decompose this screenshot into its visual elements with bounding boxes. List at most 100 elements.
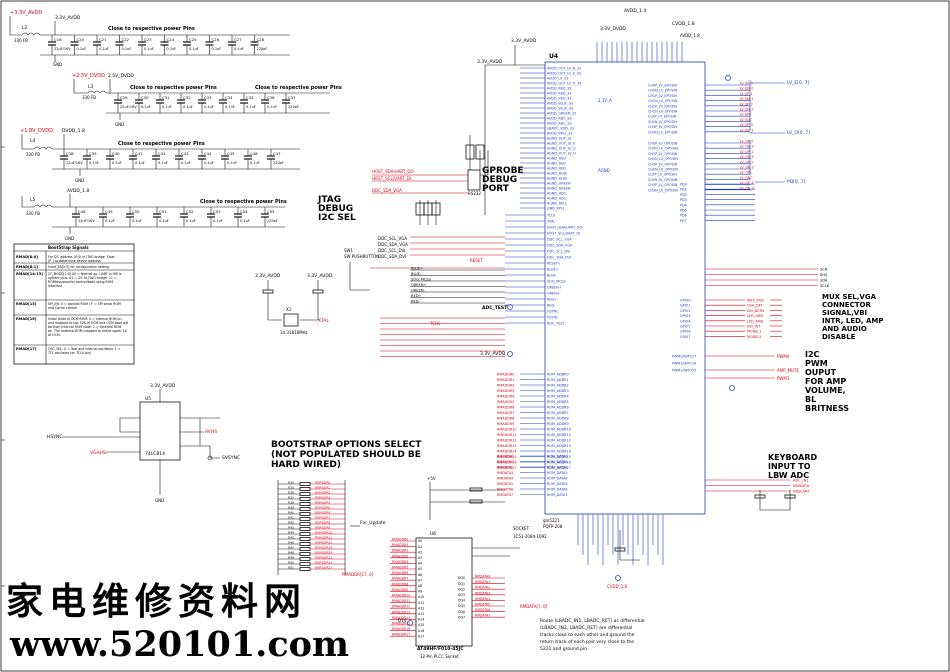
rmaddr-net: RMADDR9 (315, 526, 330, 530)
capacitor-ref: C47 (273, 151, 281, 156)
capacitor-value: 0.1uF (159, 219, 169, 223)
resistor-ref: R40 (288, 511, 294, 515)
net-dvdd-18: DVDD_1.8 (62, 128, 85, 134)
rmdata-bus: RMDATA[7..0] (520, 604, 548, 609)
u5-block: 3.3V_AVDD U5 74LC814 HSYNC VGAHS AVHS SV… (47, 383, 240, 503)
power-row-4: AVDD_1.8 Close to respective power Pins … (21, 188, 287, 241)
i2c-label-5: VOLUME, (805, 386, 846, 395)
u4-agnd-label: AGND (598, 168, 610, 173)
capacitor-ref: C38 (66, 151, 74, 156)
u6-addr-net: RMADDR6 (392, 571, 408, 575)
u4-pd-pin: PD6 (680, 214, 687, 218)
rmaddr-net: RMADDR11 (315, 536, 332, 540)
u4-pin-left: AGND_ADC (547, 197, 567, 201)
u6-supply: +5V (427, 476, 436, 481)
u4-pin-left: AVDD_ADC_33 (547, 117, 572, 121)
u4-pin-left: GND_RPLL (547, 207, 565, 211)
capacitor-value: 22uF/16V (78, 219, 95, 223)
u4-part: gm5221 (543, 518, 560, 523)
u4-rom-data-pin: ROM_DATA2 (547, 466, 568, 470)
note-line-3: tracks close to each other and ground th… (540, 632, 635, 638)
u4-pin-right: CLKN_LV_OPOSIN (648, 178, 678, 182)
capacitor-value: 0.1uF (112, 161, 122, 165)
gnd-label-2: GND (115, 122, 124, 127)
u6-data-net: RMDATA1 (475, 580, 490, 584)
bootstrap-title-3: HARD WIRED) (271, 460, 341, 470)
rmaddr-net: RMADDR7 (315, 516, 330, 520)
lvds-net: LV_ON_3 (740, 186, 754, 190)
lvds-net: LV_OP_0 (740, 140, 753, 144)
u4-rom-addr-pin: ROM_ADDR3 (547, 389, 569, 393)
rom-addr-net: RMADDR4 (497, 395, 514, 399)
capacitor-value: 0.1uF (183, 105, 193, 109)
mux-label-1: MUX SEL,VGA (822, 293, 877, 301)
u4-pin-mid: DDC_SDA_VGA (547, 244, 573, 248)
u4-rom-addr-pin: ROM_ADDR9 (547, 422, 569, 426)
u4-pin-right: CH2P_LV_OPOSIN (648, 162, 678, 166)
u6-addr-pin: A0 (418, 539, 422, 543)
u6-ref: U6 (430, 531, 436, 537)
capacitor-value: 0.1uF (250, 161, 260, 165)
bootstrap-resistor (299, 487, 311, 491)
u4-pin-right: CH1N_LV_EPOSIN (648, 99, 678, 103)
net-avdd-3v3: +3.3V_AVDD (10, 10, 42, 16)
u6-addr-net: RMADDR16 (392, 627, 410, 631)
u6-data-pin: DQ0 (458, 576, 465, 580)
capacitor-ref: C48 (78, 209, 86, 214)
capacitor-value: 0.1uF (167, 47, 177, 51)
hsync-net: HSYNC (47, 434, 63, 440)
rmaddr-net: RMADDR0 (315, 481, 330, 485)
capacitor-value: 0.1uF (77, 47, 87, 51)
u4-pin-left: AGND_OUT_LV (547, 137, 572, 141)
resistor-ref: R38 (288, 501, 294, 505)
u4-pin-left: AGND_GREEN (547, 182, 571, 186)
rom-addr-net: RMADDR8 (497, 417, 514, 421)
u6-addr-pin: A11 (418, 601, 424, 605)
capacitor-ref: C30 (141, 95, 149, 100)
ddc-nets: DDC_SCL_VGA DDC_SDA_VGA DDC_SCL_DVI DDC_… (344, 236, 513, 357)
u4-pwm-pin: PWM2/GPIO15 (672, 369, 696, 373)
u4-pin-left: AGND_RED (547, 162, 566, 166)
rom-addr-net: RMADDR5 (497, 400, 514, 404)
u6-data-pin: DQ2 (458, 587, 465, 591)
i2c-label-6: BL (805, 395, 816, 404)
bootstrap-resistors: BOOTSTRAP OPTIONS SELECT (NOT POPULATED … (271, 440, 422, 577)
rom-addr-net: RMADDR10 (497, 428, 517, 432)
u4-bottom-caps: CVDD_1.8 (607, 530, 640, 589)
u6-addr-pin: A10 (418, 595, 424, 599)
u6-addr-pin: A14 (418, 618, 424, 622)
rgb-net: SOG_MCSS (411, 278, 432, 282)
bootstrap-resistor (299, 512, 311, 516)
u6-addr-pin: A9 (418, 590, 422, 594)
resistor-ref: R42 (288, 521, 294, 525)
rmaddr-net: RMADDR1 (315, 486, 330, 490)
rmaddr-bus: RMADDR[17..0] (342, 572, 374, 577)
resistor-ref: R41 (288, 516, 294, 520)
capacitor-ref: C33 (204, 95, 212, 100)
capacitor-ref: C16 (54, 37, 62, 42)
capacitor-ref: C41 (135, 151, 143, 156)
u4-pin-right: CH3N_LV_OPOSIN (648, 188, 678, 192)
ddc-scl-dvi: DDC_SCL_DVI (378, 248, 405, 253)
note-line-5: 5221 and ground pin (540, 646, 587, 652)
u4-gpio-pin: GPIO2 (680, 309, 691, 313)
resistor-ref: R44 (288, 531, 294, 535)
u6-addr-net: RMADDR4 (392, 560, 408, 564)
capacitor-ref: C27 (234, 37, 242, 42)
rom-addr-net: RMADDR12 (497, 439, 517, 443)
power-note-2b: Close to respective power Pins (255, 85, 342, 91)
capacitor-ref: C50 (132, 209, 140, 214)
bootstrap-resistor (299, 562, 311, 566)
power-note-2: Close to respective power Pins (130, 85, 217, 91)
capacitor-value: 0.1uF (204, 105, 214, 109)
debug-label: DEBUG (318, 204, 353, 214)
gpio-signal: LED_AMB (747, 319, 764, 323)
u4-pin-right: CH0N_LV_OPOSIN (648, 147, 678, 151)
capacitor-ref: C45 (227, 151, 235, 156)
u4-pin-mid: HOST_SDA/UART_DO (547, 226, 583, 230)
capacitor-value: 0.1uF (158, 161, 168, 165)
u4-pin-left: AVDD_BLUE_33 (547, 107, 573, 111)
gpio-signal: MUX_RGB (747, 299, 764, 303)
capacitor-value: 0.1uF (204, 161, 214, 165)
lvds-net: LV_EN_2 (740, 108, 753, 112)
